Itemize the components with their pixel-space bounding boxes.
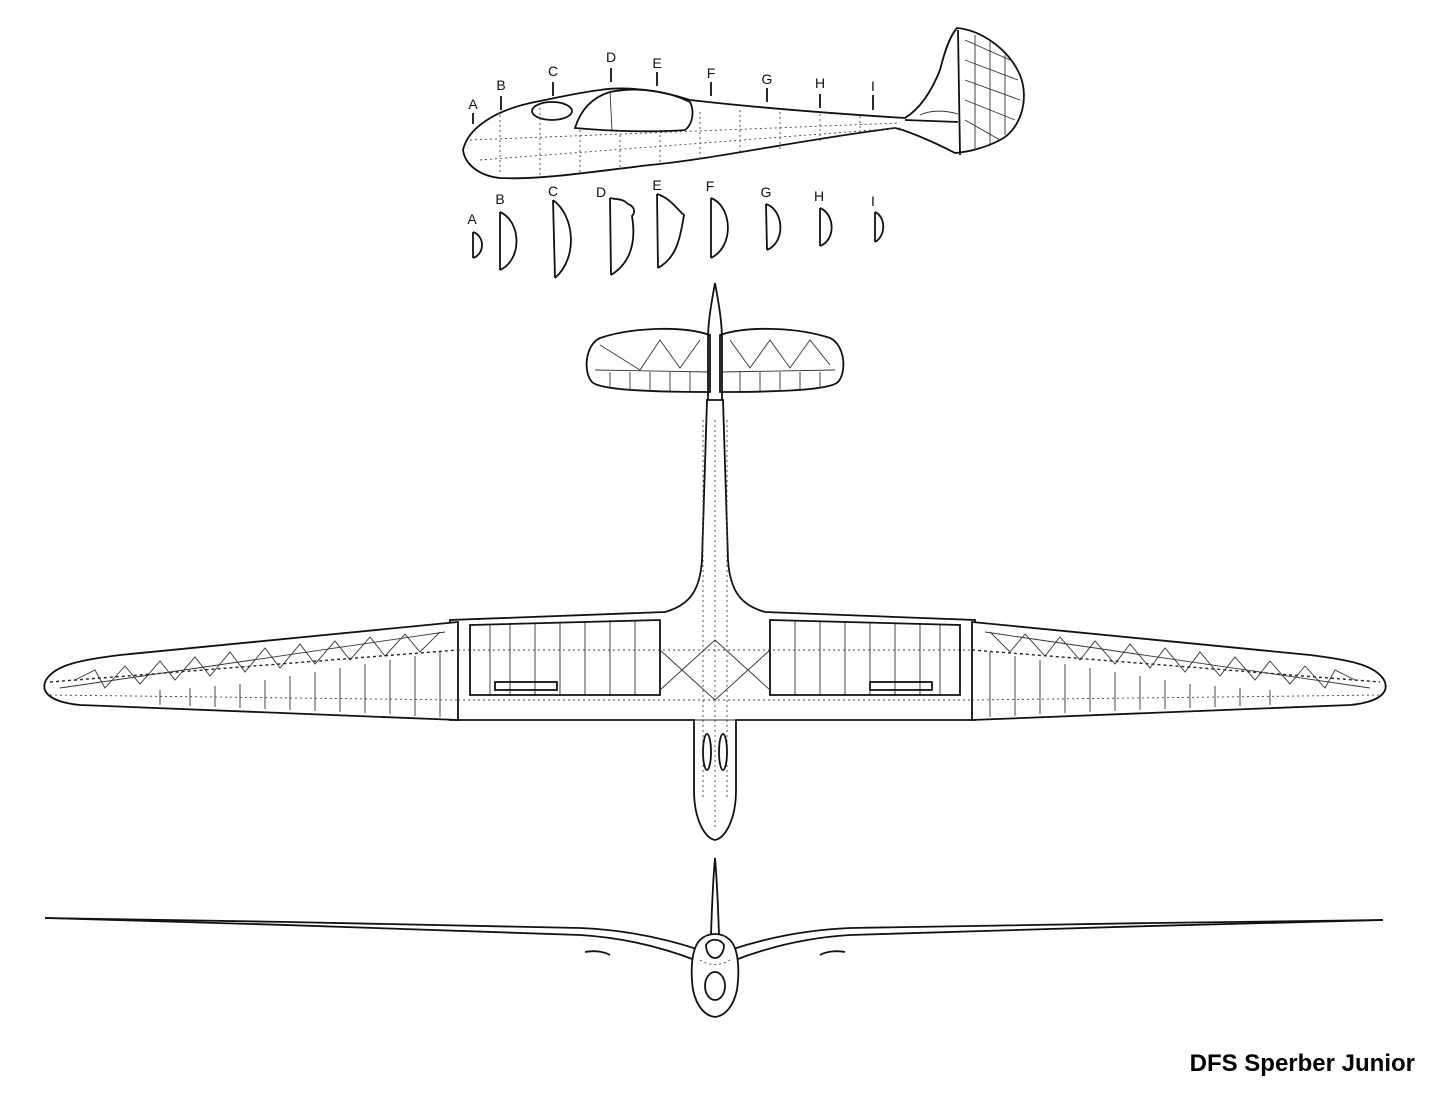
section-label-i: I	[871, 193, 875, 209]
section-label-h: H	[814, 188, 824, 204]
station-marker-e: E	[652, 55, 662, 86]
section-c: C	[548, 183, 572, 279]
station-label-h: H	[815, 75, 825, 91]
station-label-e: E	[652, 55, 661, 71]
section-i: I	[871, 193, 885, 243]
station-label-i: I	[871, 78, 875, 94]
station-marker-f: F	[707, 65, 716, 96]
section-h: H	[814, 188, 833, 247]
station-label-g: G	[762, 71, 773, 87]
section-e: E	[652, 177, 685, 269]
plan-view	[43, 282, 1387, 841]
section-label-d: D	[596, 184, 606, 200]
station-marker-b: B	[496, 77, 506, 110]
section-g: G	[761, 184, 782, 251]
station-marker-g: G	[762, 71, 773, 102]
section-d: D	[596, 184, 635, 276]
station-label-b: B	[496, 77, 505, 93]
station-label-d: D	[606, 49, 616, 65]
front-view	[44, 857, 1384, 1018]
section-label-b: B	[495, 191, 504, 207]
section-label-e: E	[652, 177, 661, 193]
station-label-f: F	[707, 65, 716, 81]
section-f: F	[706, 178, 729, 259]
section-label-a: A	[467, 211, 477, 227]
station-marker-a: A	[468, 96, 478, 124]
section-a: A	[467, 211, 483, 259]
section-label-f: F	[706, 178, 715, 194]
section-label-c: C	[548, 183, 558, 199]
side-station-markers: A B C D E F G H	[468, 49, 875, 124]
station-label-a: A	[468, 96, 478, 112]
section-b: B	[495, 191, 518, 271]
drawing-title: DFS Sperber Junior	[1189, 1050, 1415, 1077]
station-label-c: C	[548, 63, 558, 79]
station-marker-h: H	[815, 75, 825, 108]
side-view	[462, 27, 1025, 180]
station-marker-c: C	[548, 63, 558, 96]
section-label-g: G	[761, 184, 772, 200]
cross-sections: A B C D E F G H	[467, 177, 885, 279]
station-marker-d: D	[606, 49, 616, 82]
station-marker-i: I	[871, 78, 875, 110]
